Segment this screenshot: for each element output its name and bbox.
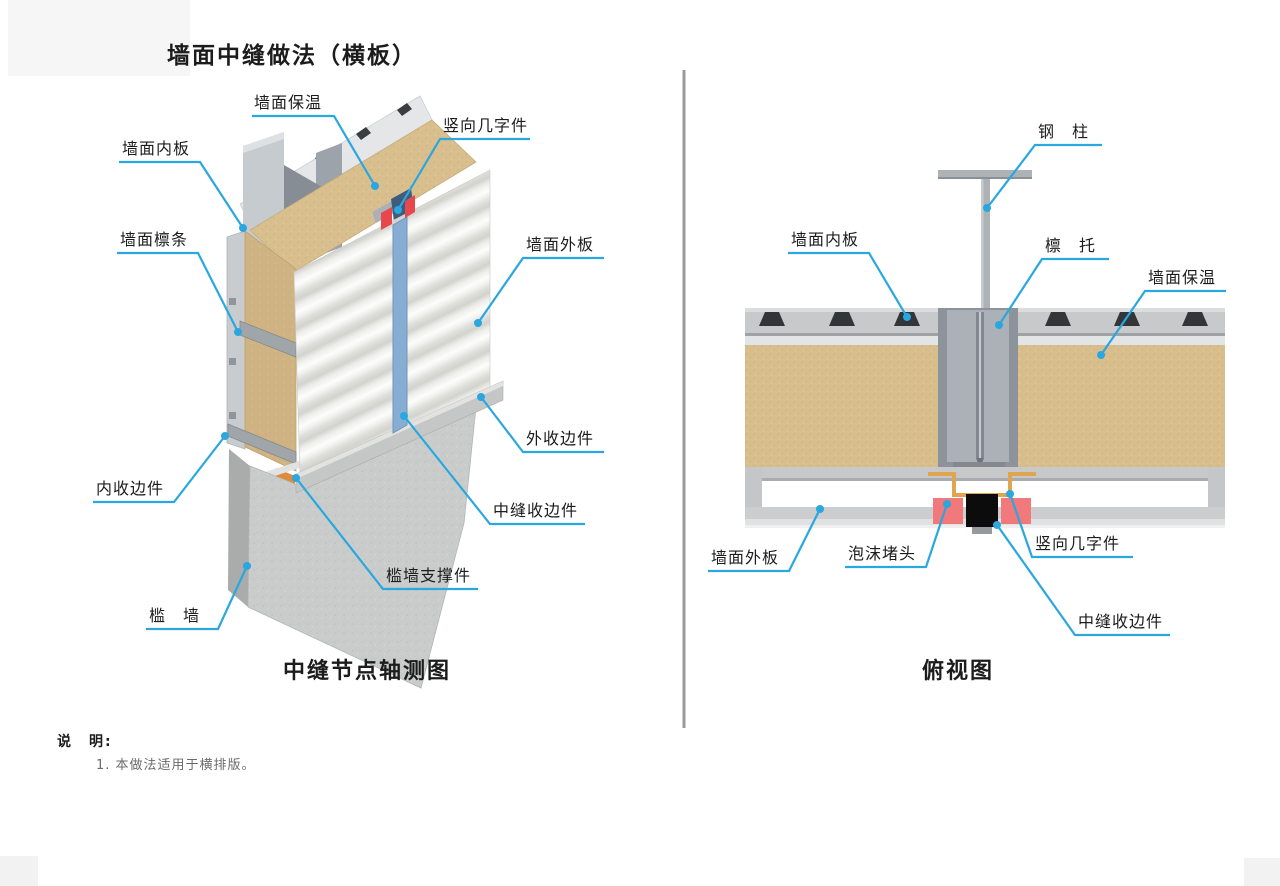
fastener-clip [397, 103, 412, 116]
caption-top-view: 俯视图 [922, 659, 995, 684]
mid-seam-trim-tab [972, 527, 992, 534]
label-wall-inner-panel: 墙面内板 [122, 139, 191, 158]
edge-bump [229, 412, 236, 419]
watermark-block [8, 0, 190, 76]
seam-gap [966, 494, 998, 527]
inner-panel-edge [226, 230, 246, 450]
leader-lines-right [708, 143, 1226, 637]
axonometric-diagram [93, 95, 604, 689]
page-title: 墙面中缝做法（横板） [167, 43, 417, 69]
insulation-band [745, 345, 1225, 467]
foam-bit [381, 207, 392, 230]
caption-axonometric: 中缝节点轴测图 [283, 659, 452, 684]
backing-strip-edge [745, 478, 1225, 481]
label-inner-trim: 内收边件 [96, 479, 165, 498]
label-sill-wall-support: 槛墙支撑件 [386, 566, 472, 585]
label-wall-outer-panel-right: 墙面外板 [711, 548, 780, 567]
purlin-bracket-piece [938, 308, 1018, 474]
notes-heading: 说 明: [57, 734, 113, 750]
edge-bump [229, 298, 236, 305]
label-wall-insulation-right: 墙面保温 [1148, 268, 1217, 287]
label-steel-column: 钢 柱 [1038, 122, 1090, 141]
foam-bit [405, 195, 415, 218]
label-purlin-bracket: 檩 托 [1045, 236, 1097, 255]
backing-strip [745, 467, 1225, 481]
watermark-corner-left [0, 856, 38, 886]
label-vertical-u-piece: 竖向几字件 [443, 116, 529, 135]
insulation-end-speckle [245, 231, 296, 471]
label-mid-seam-trim: 中缝收边件 [493, 501, 579, 520]
label-sill-wall: 槛 墙 [149, 606, 201, 625]
label-vertical-u-piece-right: 竖向几字件 [1035, 534, 1121, 553]
outer-trim-band [295, 380, 504, 494]
label-foam-plug: 泡沫堵头 [848, 544, 917, 563]
edge-bump [229, 358, 236, 365]
fastener-clip [356, 127, 371, 140]
label-wall-outer-panel: 墙面外板 [526, 235, 595, 254]
insulation-top-speckle [250, 120, 476, 272]
leader-dots-left [221, 182, 485, 570]
label-mid-seam-trim-right: 中缝收边件 [1078, 612, 1164, 631]
leader-lines-left [93, 114, 604, 631]
steel-column-plan [938, 170, 1032, 312]
top-view-diagram [708, 143, 1226, 637]
notes-item-1: 1. 本做法适用于横排版。 [96, 758, 256, 773]
label-outer-trim: 外收边件 [526, 429, 595, 448]
label-wall-inner-panel-right: 墙面内板 [791, 230, 860, 249]
label-wall-purlin: 墙面檩条 [120, 230, 189, 249]
leader-dots-right [816, 204, 1105, 529]
watermark-corner-right [1244, 858, 1280, 886]
mid-seam-strip [392, 216, 408, 434]
label-wall-insulation: 墙面保温 [254, 93, 323, 112]
